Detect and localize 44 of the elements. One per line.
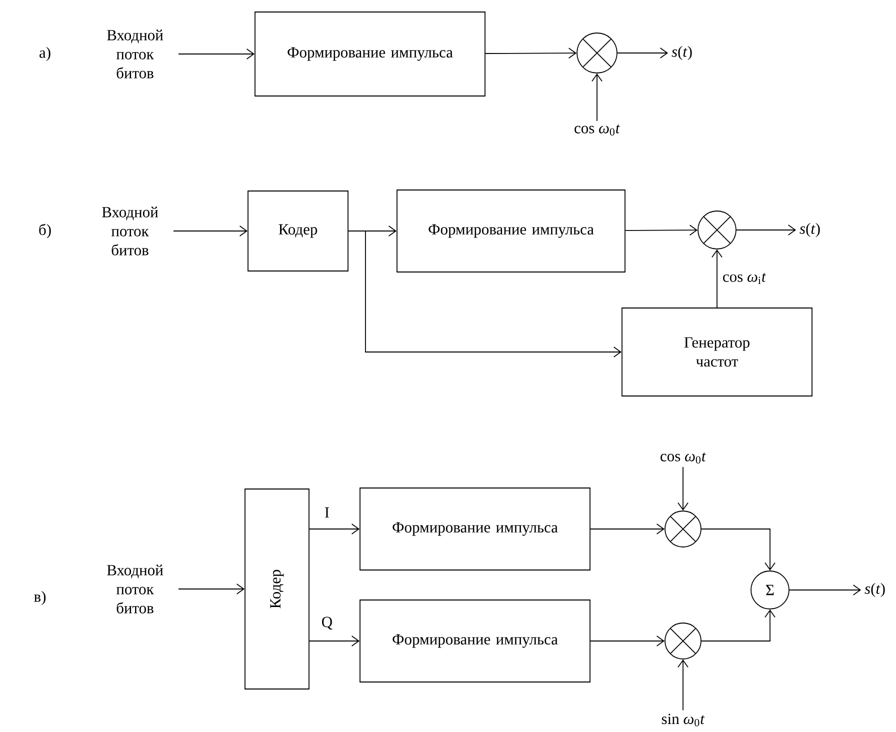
signal-label: cos ω$_{0}$t: [574, 124, 620, 136]
signal-label: s(t): [800, 222, 820, 238]
arrow: [712, 249, 722, 308]
block-box: Генератор частот: [622, 308, 812, 396]
block-box: Кодер: [244, 488, 310, 690]
signal-label: cos ω$_{0}$t: [660, 452, 706, 464]
panel-label: а): [40, 46, 50, 62]
arrow: [590, 524, 665, 534]
arrow: [592, 73, 602, 122]
arrow: [309, 524, 360, 534]
arrow: [701, 609, 776, 642]
multiplier-circle: [664, 510, 702, 548]
block-box: Формирование импульса: [254, 12, 486, 96]
signal-label: sin ω$_{0}$t: [662, 714, 705, 726]
multiplier-circle: [576, 32, 618, 74]
arrow: [485, 48, 577, 59]
arrow: [617, 48, 668, 58]
block-box: Формирование импульса: [396, 190, 626, 272]
arrow: [173, 226, 248, 236]
signal-label: s(t): [864, 582, 885, 598]
block-box: Формирование импульса: [360, 600, 590, 682]
arrow: [701, 528, 776, 571]
multiplier-circle: [698, 210, 736, 250]
block-box: Кодер: [248, 190, 348, 272]
input-label: Входной поток битов: [107, 564, 164, 614]
block-box: Формирование импульса: [360, 488, 590, 570]
arrow: [678, 659, 688, 711]
arrow: [625, 224, 698, 236]
arrow: [590, 636, 665, 646]
edge-label: Q: [322, 616, 332, 630]
edge-label: cos ω$_{i}$t: [723, 273, 766, 284]
input-label: Входной поток битов: [107, 30, 164, 78]
multiplier-circle: [664, 622, 702, 660]
arrow: [736, 224, 796, 236]
panel-label: в): [34, 590, 46, 606]
arrow: [678, 466, 688, 511]
arrow: [178, 584, 245, 594]
panel-label: б): [39, 224, 51, 238]
input-label: Входной поток битов: [102, 206, 158, 256]
edge-label: I: [324, 507, 330, 518]
arrow: [789, 584, 862, 596]
signal-label: s(t): [672, 46, 692, 60]
arrow: [309, 636, 360, 646]
arrow: [178, 48, 255, 60]
